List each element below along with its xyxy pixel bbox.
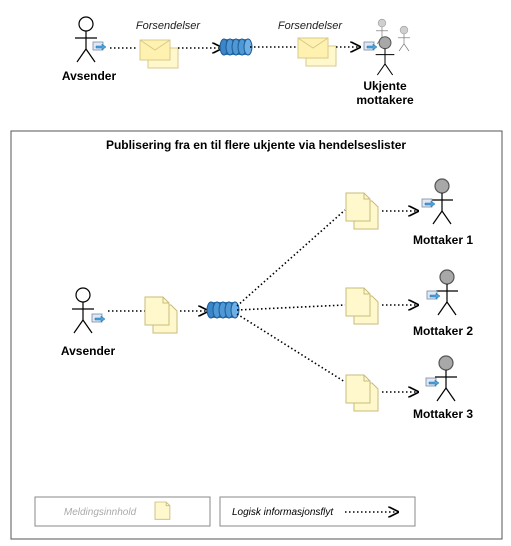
legend-document-icon bbox=[154, 501, 171, 520]
envelope-icon bbox=[139, 39, 179, 69]
flow-line-receiver-1 bbox=[236, 209, 346, 307]
top-message-label-2: Forsendelser bbox=[278, 20, 344, 32]
top-receivers-label-line2: mottakere bbox=[356, 93, 414, 107]
sender-actor-icon bbox=[74, 16, 98, 63]
send-badge-icon bbox=[92, 41, 107, 51]
publishing-panel bbox=[10, 130, 503, 540]
queue-icon bbox=[219, 38, 253, 56]
top-sender-label: Avsender bbox=[62, 69, 117, 83]
unknown-receivers-icon bbox=[363, 18, 411, 76]
panel-sender-label: Avsender bbox=[61, 344, 116, 358]
panel-queue-icon bbox=[206, 301, 240, 319]
flow-line-receiver-3 bbox=[236, 313, 346, 383]
receiver-2-label: Mottaker 2 bbox=[413, 324, 473, 338]
envelope-icon bbox=[297, 37, 337, 67]
panel-title: Publisering fra en til flere ukjente via… bbox=[106, 138, 406, 152]
receiver-1-label: Mottaker 1 bbox=[413, 233, 473, 247]
receiver-3-label: Mottaker 3 bbox=[413, 407, 473, 421]
top-flow: Avsender Forsendelser Forsendelser Ukjen… bbox=[62, 16, 414, 107]
top-message-label-1: Forsendelser bbox=[136, 20, 202, 32]
legend-flow-label: Logisk informasjonsflyt bbox=[232, 507, 334, 518]
legend-content-box bbox=[34, 496, 211, 527]
top-receivers-label-line1: Ukjente bbox=[363, 79, 407, 93]
legend-content-label: Meldingsinnhold bbox=[64, 507, 137, 518]
legend: Meldingsinnhold Logisk informasjonsflyt bbox=[34, 496, 416, 527]
